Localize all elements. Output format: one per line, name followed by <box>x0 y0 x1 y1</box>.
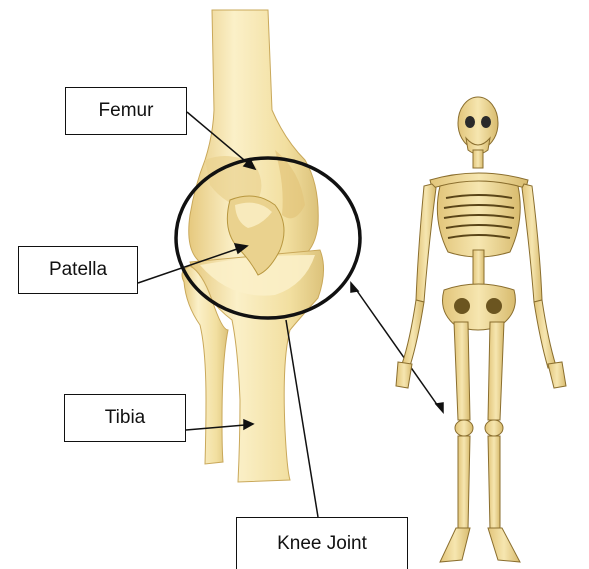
tibia-label: Tibia <box>64 394 186 442</box>
knee-joint-pointer <box>286 320 318 517</box>
knee-to-skeleton-arrow <box>355 288 438 406</box>
knee-joint-label: Knee Joint <box>236 517 408 569</box>
knee-illustration <box>182 10 324 482</box>
skeleton-figure <box>396 97 566 562</box>
patella-label: Patella <box>18 246 138 294</box>
femur-label: Femur <box>65 87 187 135</box>
